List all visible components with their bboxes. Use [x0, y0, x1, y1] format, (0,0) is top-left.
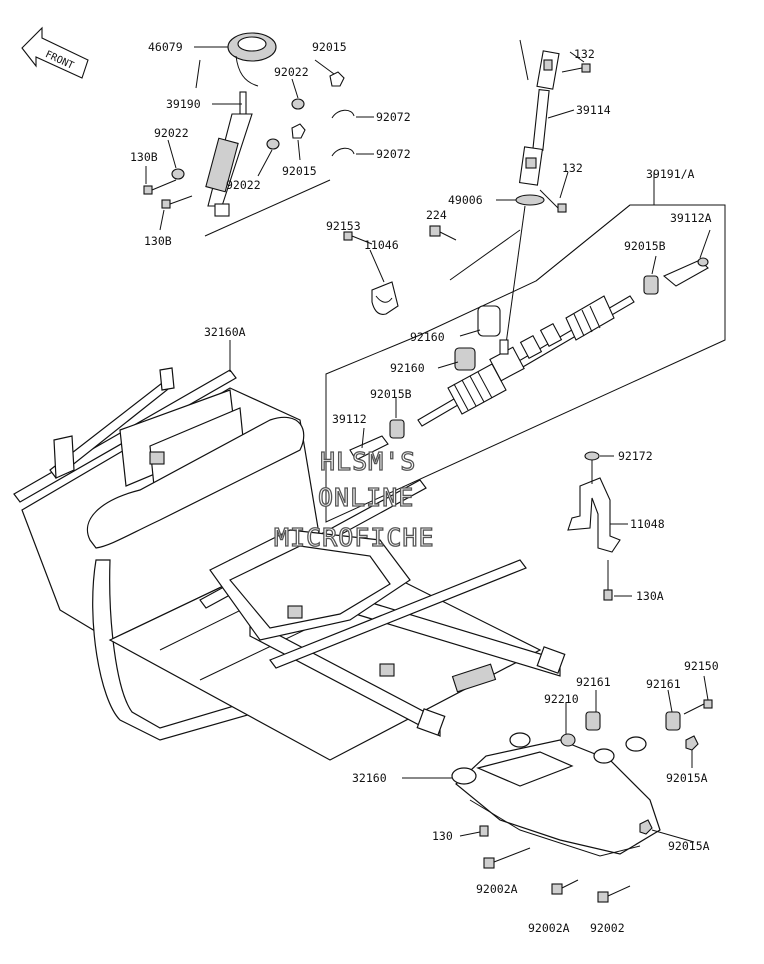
front-frame-part — [402, 675, 713, 903]
label-92022-a: 92022 — [274, 65, 309, 79]
label-92022-c: 92022 — [226, 178, 261, 192]
washer-92022-b — [171, 168, 185, 180]
part-labels: 46079 92015 92022 39190 92072 92022 130B… — [130, 40, 719, 935]
label-130A: 130A — [636, 589, 664, 603]
bolt-92153 — [343, 231, 373, 245]
nut-92015-top — [329, 71, 345, 87]
clip-92072-a — [331, 109, 355, 119]
bracket-11048 — [567, 451, 632, 601]
label-49006: 49006 — [448, 193, 483, 207]
label-32160: 32160 — [352, 771, 387, 785]
seal-49006 — [515, 194, 545, 206]
label-92072-b: 92072 — [376, 147, 411, 161]
label-132-b: 132 — [562, 161, 583, 175]
label-92072-a: 92072 — [376, 110, 411, 124]
label-130B-b: 130B — [144, 234, 172, 248]
label-92150: 92150 — [684, 659, 719, 673]
steering-rack-part — [417, 295, 635, 427]
label-224: 224 — [426, 208, 447, 222]
label-132-a: 132 — [574, 47, 595, 61]
label-92015-top: 92015 — [312, 40, 347, 54]
nut-92015B-b — [389, 419, 405, 439]
label-11048: 11048 — [630, 517, 665, 531]
bolt-130 — [479, 825, 489, 837]
label-92160-b: 92160 — [390, 361, 425, 375]
watermark-line2: ONLINE — [318, 483, 414, 512]
label-130B-a: 130B — [130, 150, 158, 164]
collar-92210 — [560, 733, 576, 747]
bushing-92161-a — [585, 711, 601, 731]
bushing-92160-a — [477, 305, 501, 337]
label-32160A: 32160A — [204, 325, 246, 339]
label-92161-b: 92161 — [646, 677, 681, 691]
label-92015B-b: 92015B — [370, 387, 412, 401]
bolt-132-a — [561, 63, 591, 73]
label-46079: 46079 — [148, 40, 183, 54]
bolt-130B-b — [161, 195, 193, 209]
shaft-39114 — [532, 89, 550, 151]
steering-column-group — [143, 32, 374, 237]
label-39112: 39112 — [332, 412, 367, 426]
label-92161-a: 92161 — [576, 675, 611, 689]
tie-rod-39112 — [349, 435, 389, 461]
label-92015A-a: 92015A — [666, 771, 708, 785]
nut-92015B-a — [643, 275, 659, 295]
watermark-line3: MICROFICHE — [274, 523, 435, 552]
label-92153: 92153 — [326, 219, 361, 233]
universal-joint-upper — [536, 50, 560, 90]
bolt-92150 — [683, 699, 713, 715]
nut-92015A-b — [639, 819, 653, 835]
label-39114: 39114 — [576, 103, 611, 117]
tie-rod-39112A — [662, 257, 709, 287]
label-92015B-a: 92015B — [624, 239, 666, 253]
label-92015A-b: 92015A — [668, 839, 710, 853]
steering-shaft-part — [205, 91, 253, 217]
bolt-92002 — [597, 885, 631, 903]
bolt-224 — [429, 225, 457, 241]
bolt-92002A-a — [483, 847, 531, 869]
label-92015-mid: 92015 — [282, 164, 317, 178]
label-92002: 92002 — [590, 921, 625, 935]
bracket-11046 — [371, 281, 399, 315]
intermediate-shaft-group — [449, 39, 591, 345]
screw-92172 — [584, 451, 600, 461]
clip-92072-b — [331, 147, 355, 157]
label-92172: 92172 — [618, 449, 653, 463]
label-11046: 11046 — [364, 238, 399, 252]
bushing-92160-b — [454, 347, 476, 371]
steering-cap-part — [227, 32, 277, 87]
bolt-130B-a — [143, 179, 177, 195]
label-92210: 92210 — [544, 692, 579, 706]
label-39112A: 39112A — [670, 211, 712, 225]
label-92022-b: 92022 — [154, 126, 189, 140]
washer-92022-c — [266, 138, 280, 150]
nut-92015A-a — [685, 735, 699, 751]
bushing-92161-b — [665, 711, 681, 731]
label-39190: 39190 — [166, 97, 201, 111]
front-arrow-icon: FRONT — [21, 26, 89, 79]
watermark: HLSM'S ONLINE MICROFICHE — [273, 446, 435, 552]
label-92002A-a: 92002A — [476, 882, 518, 896]
bolt-92002A-b — [551, 879, 579, 895]
steering-rack-group — [325, 172, 726, 523]
label-39191A: 39191/A — [646, 167, 695, 181]
universal-joint-lower — [518, 146, 544, 186]
bolt-132-b — [539, 189, 567, 213]
watermark-line1: HLSM'S — [320, 447, 416, 476]
bolt-130A — [603, 589, 613, 601]
label-130: 130 — [432, 829, 453, 843]
label-92160-a: 92160 — [410, 330, 445, 344]
label-92002A-b: 92002A — [528, 921, 570, 935]
main-frame-part — [13, 367, 566, 761]
washer-92022-a — [291, 98, 305, 110]
nut-92015-mid — [291, 123, 306, 139]
